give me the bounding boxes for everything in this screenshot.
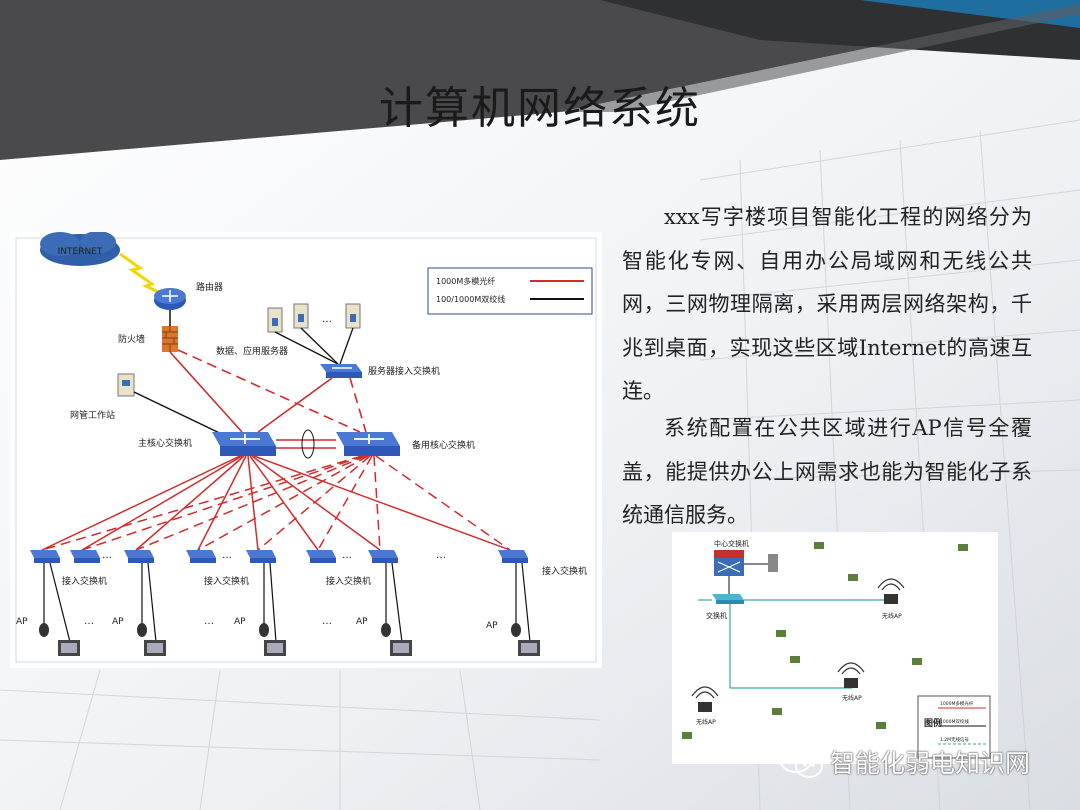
paragraph-network-overview: xxx写字楼项目智能化工程的网络分为智能化专网、自用办公局域网和无线公共网，三网…: [622, 205, 1032, 403]
core-switch-label: 主核心交换机: [138, 437, 192, 449]
switch-icon: [712, 594, 744, 604]
ap-ellipsis-1: …: [84, 616, 94, 627]
wifi-legend-item-1: 1000M多模光纤: [940, 700, 974, 707]
server-icon: [267, 303, 361, 333]
access-switch-label-2: 接入交换机: [204, 575, 249, 587]
wechat-icon: [779, 745, 823, 778]
internet-label: INTERNET: [58, 247, 103, 257]
firewall-label: 防火墙: [118, 333, 145, 345]
wifi-legend-item-2: 1000M双绞线: [940, 718, 969, 725]
router-icon: [154, 288, 186, 310]
access-ellipsis-1: …: [102, 550, 112, 561]
wireless-ap-label-1: 无线AP: [882, 612, 902, 620]
legend-fiber-label: 1000M多模光纤: [436, 276, 495, 286]
watermark: 智能化弱电知识网: [778, 744, 1030, 780]
network-topology-diagram: INTERNET 路由器 防火墙 1000M多模光纤 100/1000M双绞线 …: [10, 232, 602, 668]
server-access-switch-icon: [320, 364, 362, 378]
router-label: 路由器: [196, 281, 223, 293]
page-title: 计算机网络系统: [379, 83, 701, 134]
access-ellipsis-4: …: [436, 550, 446, 561]
core-switch-icon: [212, 432, 276, 456]
access-ellipsis-2: …: [222, 550, 232, 561]
workstation-label: 网管工作站: [70, 409, 115, 421]
ap-label-4: AP: [356, 617, 368, 627]
ap-label-1: AP: [16, 617, 28, 627]
laptop-icon: [682, 542, 968, 739]
center-switch-icon: [714, 550, 744, 576]
ap-label-3: AP: [234, 617, 246, 627]
wifi-legend-item-3: 1.2M无线信号: [940, 736, 970, 743]
backup-core-label: 备用核心交换机: [412, 439, 475, 451]
server-switch-label: 服务器接入交换机: [368, 365, 440, 377]
wifi-coverage-diagram: 中心交换机 交换机 无线AP 无线AP 无线AP 图例: [672, 532, 998, 764]
access-switch-icon: [30, 550, 528, 558]
internet-cloud-icon: INTERNET: [40, 232, 120, 266]
wireless-ap-label-3: 无线AP: [696, 718, 716, 726]
lightning-icon: [119, 252, 163, 296]
access-switch-label-1: 接入交换机: [62, 575, 107, 587]
wireless-ap-label-2: 无线AP: [842, 694, 862, 702]
server-icon: [768, 554, 778, 572]
access-ellipsis-3: …: [342, 550, 352, 561]
watermark-text: 智能化弱电知识网: [830, 749, 1031, 778]
workstation-icon: [117, 373, 135, 397]
servers-ellipsis: …: [322, 314, 332, 325]
backup-core-switch-icon: [336, 432, 400, 456]
legend: 1000M多模光纤 100/1000M双绞线: [427, 267, 593, 315]
access-switch-label-4: 接入交换机: [542, 565, 587, 577]
switch-label: 交换机: [706, 611, 727, 620]
ap-icon: [39, 623, 521, 637]
ap-label-5: AP: [486, 621, 498, 631]
access-switch-label-3: 接入交换机: [326, 575, 371, 587]
ap-label-2: AP: [112, 617, 124, 627]
center-switch-label: 中心交换机: [714, 539, 749, 548]
paragraph-ap-coverage: 系统配置在公共区域进行AP信号全覆盖，能提供办公上网需求也能为智能化子系统通信服…: [622, 416, 1032, 527]
firewall-icon: [162, 326, 178, 352]
wireless-ap-icon: [698, 594, 898, 712]
wifi-legend: 图例 1000M多模光纤 1000M双绞线 1.2M无线信号: [917, 695, 991, 759]
ap-ellipsis-3: …: [322, 616, 332, 627]
legend-twisted-label: 100/1000M双绞线: [436, 294, 505, 304]
ap-ellipsis-2: …: [204, 616, 214, 627]
wifi-legend-title: 图例: [924, 717, 942, 729]
servers-label: 数据、应用服务器: [216, 345, 288, 357]
